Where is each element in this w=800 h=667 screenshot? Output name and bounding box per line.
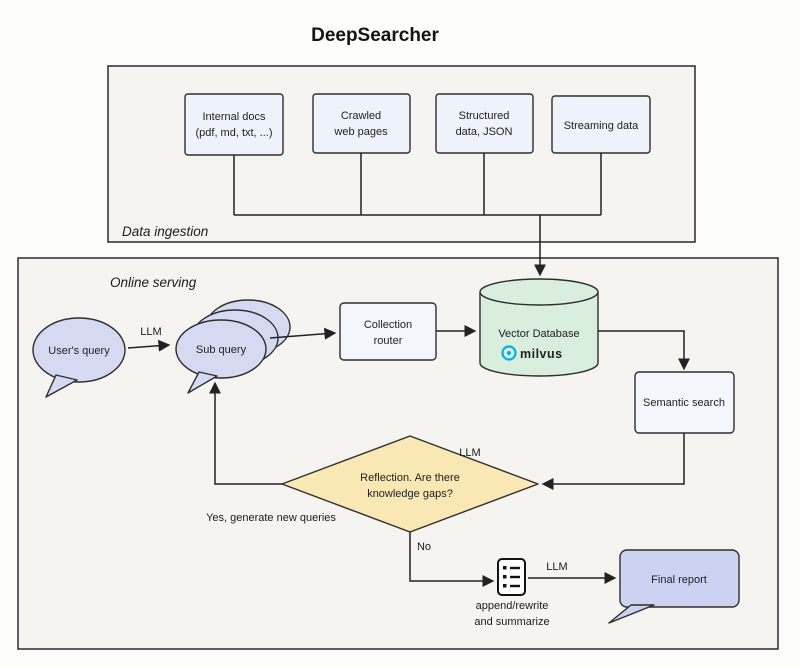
vector-database-label: Vector Database [498, 328, 579, 340]
list-icon-bullet-3 [503, 584, 507, 588]
source-internal-docs-line1: Internal docs [203, 111, 266, 123]
users-query-bubble [32, 317, 126, 383]
data-ingestion-label: Data ingestion [122, 224, 208, 239]
final-report-bubble-tail [608, 604, 655, 624]
source-structured-data-line2: data, JSON [456, 126, 513, 138]
users-query-bubble-tail [45, 374, 78, 398]
llm-label-1: LLM [140, 326, 161, 338]
page-title: DeepSearcher [311, 25, 439, 46]
semantic-search-label: Semantic search [643, 397, 725, 409]
connector-semantic-to-reflection [541, 433, 685, 490]
source-structured-data-box [435, 93, 534, 154]
append-line2: and summarize [474, 616, 549, 628]
connector-query-to-subquery [127, 339, 171, 352]
vector-database-cylinder-top [479, 278, 599, 306]
source-structured-data-line1: Structured [459, 110, 510, 122]
connector-reflection-no [409, 532, 495, 587]
sub-query-label: Sub query [196, 344, 247, 356]
online-serving-label: Online serving [110, 275, 197, 290]
milvus-icon-dot [507, 351, 511, 355]
no-label: No [417, 541, 431, 553]
summarize-list-icon [497, 558, 526, 596]
yes-label: Yes, generate new queries [206, 512, 336, 524]
llm-label-3: LLM [546, 561, 567, 573]
source-crawled-web-line1: Crawled [341, 110, 381, 122]
llm-label-2: LLM [459, 447, 480, 459]
final-report-label: Final report [651, 574, 707, 586]
list-icon-bullet-2 [503, 575, 507, 579]
source-internal-docs-line2: (pdf, md, txt, ...) [195, 127, 272, 139]
final-report-bubble [619, 549, 740, 608]
source-crawled-web-box [312, 93, 411, 154]
collection-router-line1: Collection [364, 319, 412, 331]
append-line1: append/rewrite [476, 600, 549, 612]
collection-router-box [339, 302, 437, 361]
connector-reflection-yes-loop [209, 381, 282, 485]
sub-query-bubble-front [175, 319, 267, 379]
reflection-line2: knowledge gaps? [367, 488, 453, 500]
collection-router-line2: router [374, 335, 403, 347]
list-icon-bullet-1 [503, 566, 507, 570]
source-crawled-web-line2: web pages [333, 126, 388, 138]
connector-vectordb-to-semantic [598, 330, 690, 371]
connector-subquery-to-router [269, 327, 337, 340]
milvus-icon [501, 345, 517, 361]
milvus-logo: milvus [501, 345, 563, 361]
sub-query-bubble-tail [187, 371, 218, 394]
source-internal-docs-box [184, 93, 284, 156]
source-streaming-data-line1: Streaming data [564, 120, 639, 132]
users-query-label: User's query [48, 345, 110, 357]
milvus-wordmark: milvus [520, 347, 563, 361]
vector-database-cylinder-body [479, 292, 599, 377]
reflection-line1: Reflection. Are there [360, 472, 460, 484]
